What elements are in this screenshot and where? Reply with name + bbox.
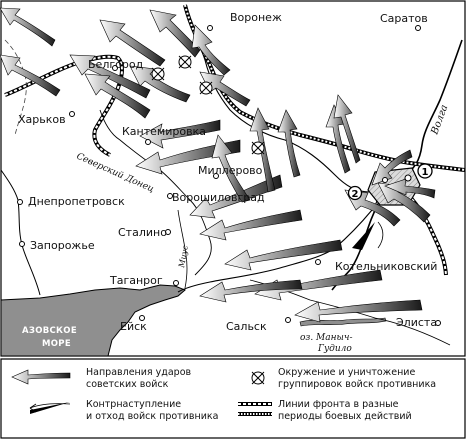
- city-markers: [17, 25, 441, 326]
- city-label: Воронеж: [230, 11, 282, 24]
- city-label: Миллерово: [198, 164, 263, 177]
- encircle-icon: [251, 371, 265, 385]
- mius-label: Миус: [177, 244, 190, 269]
- legend-strike-2: советских войск: [86, 379, 169, 390]
- marker-2: 2: [347, 185, 363, 201]
- city-label: Ворошиловград: [172, 191, 265, 204]
- strike-arrows: [0, 7, 436, 323]
- azov-sea: [0, 284, 186, 357]
- marker-1: 1: [417, 163, 433, 179]
- counter-offensive-arrow: [352, 222, 375, 250]
- legend-counter-2: и отход войск противника: [86, 411, 218, 422]
- lake-label-2: Гудило: [317, 344, 352, 354]
- svg-text:1: 1: [422, 167, 429, 178]
- legend-front-1: Линии фронта в разные: [278, 399, 399, 410]
- sea-label: АЗОВСКОЕ: [22, 326, 77, 336]
- legend-encircle-1: Окружение и уничтожение: [278, 367, 415, 378]
- donets-river: [99, 109, 212, 276]
- sea-label-2: МОРЕ: [42, 339, 71, 349]
- front-line-1-inner: [184, 4, 466, 171]
- city-label: Сталино: [118, 226, 167, 239]
- legend-counter-1: Контрнаступление: [86, 399, 181, 410]
- city-label: Ейск: [120, 320, 147, 333]
- svg-text:2: 2: [352, 189, 359, 200]
- city-label: Саратов: [380, 12, 428, 25]
- legend-front-2: периоды боевых действий: [278, 411, 412, 422]
- lake-label: оз. Маныч-: [300, 333, 353, 343]
- counter-arrow-icon: [30, 402, 70, 414]
- city-label: Белгород: [88, 58, 144, 71]
- city-label: Сальск: [226, 320, 267, 333]
- encirclement-symbols: [151, 55, 265, 155]
- manych-lake: [299, 317, 387, 327]
- front-line-3-inner: [377, 169, 447, 276]
- legend-strike-1: Направления ударов: [86, 367, 192, 378]
- city-label: Таганрог: [109, 274, 163, 287]
- city-label: Элиста: [396, 316, 437, 329]
- legend: Направления ударов советских войск Окруж…: [0, 358, 466, 439]
- city-label: Запорожье: [30, 239, 95, 252]
- city-label: Кантемировка: [122, 125, 206, 138]
- city-label: Днепропетровск: [28, 195, 125, 208]
- retreat-arrow: [377, 221, 384, 249]
- mius-river: [177, 209, 188, 289]
- city-label: Котельниковский: [335, 260, 437, 273]
- front-line-2-inner: [4, 55, 123, 156]
- legend-encircle-2: группировок войск противника: [278, 379, 436, 390]
- strike-arrow-icon: [11, 369, 71, 385]
- dnieper-river: [0, 169, 41, 296]
- city-label: Харьков: [18, 113, 66, 126]
